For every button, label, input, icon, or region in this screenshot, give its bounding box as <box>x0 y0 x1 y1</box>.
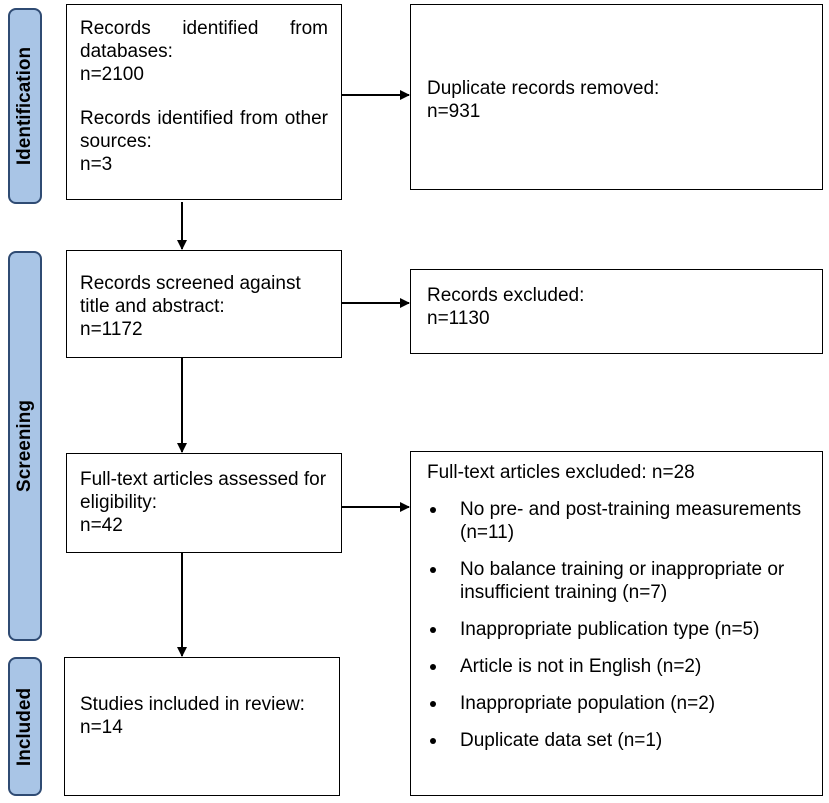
exclusion-reason: No balance training or inappropriate or … <box>427 558 808 604</box>
fulltext-assessed-box: Full-text articles assessed for eligibil… <box>66 453 342 553</box>
phase-included: Included <box>8 657 42 796</box>
other-sources-count: n=3 <box>80 154 113 175</box>
other-sources-label: Records identified from other sources: <box>80 108 328 152</box>
fulltext-excluded-title: Full-text articles excluded: n=28 <box>427 462 695 483</box>
exclusion-reason: No pre- and post-training measurements (… <box>427 498 808 544</box>
records-identified-box: Records identified from databases: n=210… <box>66 4 342 200</box>
studies-label: Studies included in review: <box>80 694 305 715</box>
exclusion-reason: Duplicate data set (n=1) <box>427 729 808 752</box>
records-excluded-box: Records excluded: n=1130 <box>410 269 823 354</box>
excluded-count: n=1130 <box>427 308 490 329</box>
exclusion-reason: Article is not in English (n=2) <box>427 655 808 678</box>
fulltext-excluded-box: Full-text articles excluded: n=28 No pre… <box>410 451 823 796</box>
exclusion-reason: Inappropriate publication type (n=5) <box>427 618 808 641</box>
databases-label: Records identified from databases: <box>80 18 328 62</box>
duplicates-label: Duplicate records removed: <box>427 78 660 99</box>
phase-identification: Identification <box>8 8 42 204</box>
duplicates-removed-box: Duplicate records removed: n=931 <box>410 4 823 190</box>
fulltext-count: n=42 <box>80 515 123 536</box>
fulltext-label: Full-text articles assessed for eligibil… <box>80 469 327 513</box>
duplicates-count: n=931 <box>427 101 481 122</box>
screened-count: n=1172 <box>80 319 143 340</box>
databases-count: n=2100 <box>80 64 144 85</box>
screened-label: Records screened against title and abstr… <box>80 273 301 317</box>
studies-included-box: Studies included in review: n=14 <box>64 657 340 796</box>
records-screened-box: Records screened against title and abstr… <box>66 250 342 358</box>
exclusion-reasons-list: No pre- and post-training measurements (… <box>427 498 808 752</box>
studies-count: n=14 <box>80 717 123 738</box>
exclusion-reason: Inappropriate population (n=2) <box>427 692 808 715</box>
phase-screening: Screening <box>8 251 42 641</box>
excluded-label: Records excluded: <box>427 285 585 306</box>
